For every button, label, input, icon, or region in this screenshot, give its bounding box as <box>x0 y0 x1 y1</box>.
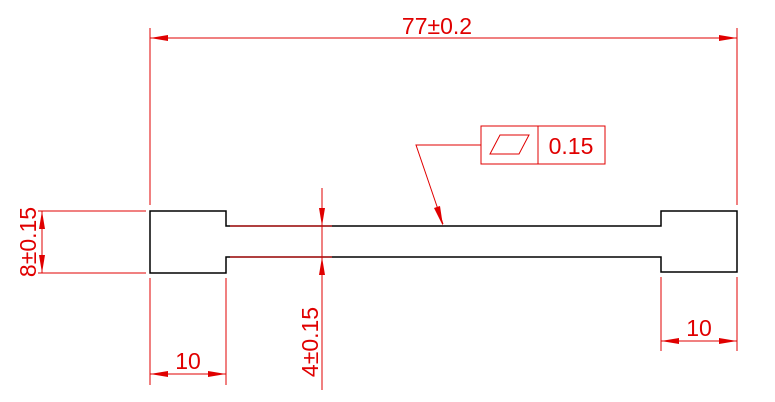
arrow-icon <box>39 255 45 273</box>
flatness-icon <box>489 134 530 155</box>
arrow-icon <box>719 35 737 41</box>
right-grip-length-dimension: 10 <box>660 277 738 351</box>
arrow-icon <box>39 211 45 229</box>
neck-width-label: 4±0.15 <box>297 307 323 377</box>
feature-control-frame: 0.15 <box>415 125 606 226</box>
arrow-icon <box>319 257 325 275</box>
neck-width-dimension: 4±0.15 <box>230 188 332 390</box>
left-grip-length-dimension: 10 <box>149 278 227 385</box>
grip-width-label: 8±0.15 <box>15 207 41 277</box>
arrow-icon <box>208 371 226 377</box>
part-outline <box>149 210 738 274</box>
overall-length-dimension: 77±0.2 <box>149 13 738 205</box>
leader-line <box>415 144 481 225</box>
grip-width-dimension: 8±0.15 <box>15 207 146 277</box>
arrow-icon <box>719 338 737 344</box>
overall-length-label: 77±0.2 <box>402 13 472 39</box>
arrow-icon <box>150 35 168 41</box>
left-grip-length-label: 10 <box>175 348 201 374</box>
arrow-icon <box>319 208 325 226</box>
arrow-icon <box>661 338 679 344</box>
arrow-icon <box>434 206 443 226</box>
right-grip-length-label: 10 <box>686 315 712 341</box>
arrow-icon <box>150 371 168 377</box>
flatness-tolerance: 0.15 <box>549 133 594 159</box>
